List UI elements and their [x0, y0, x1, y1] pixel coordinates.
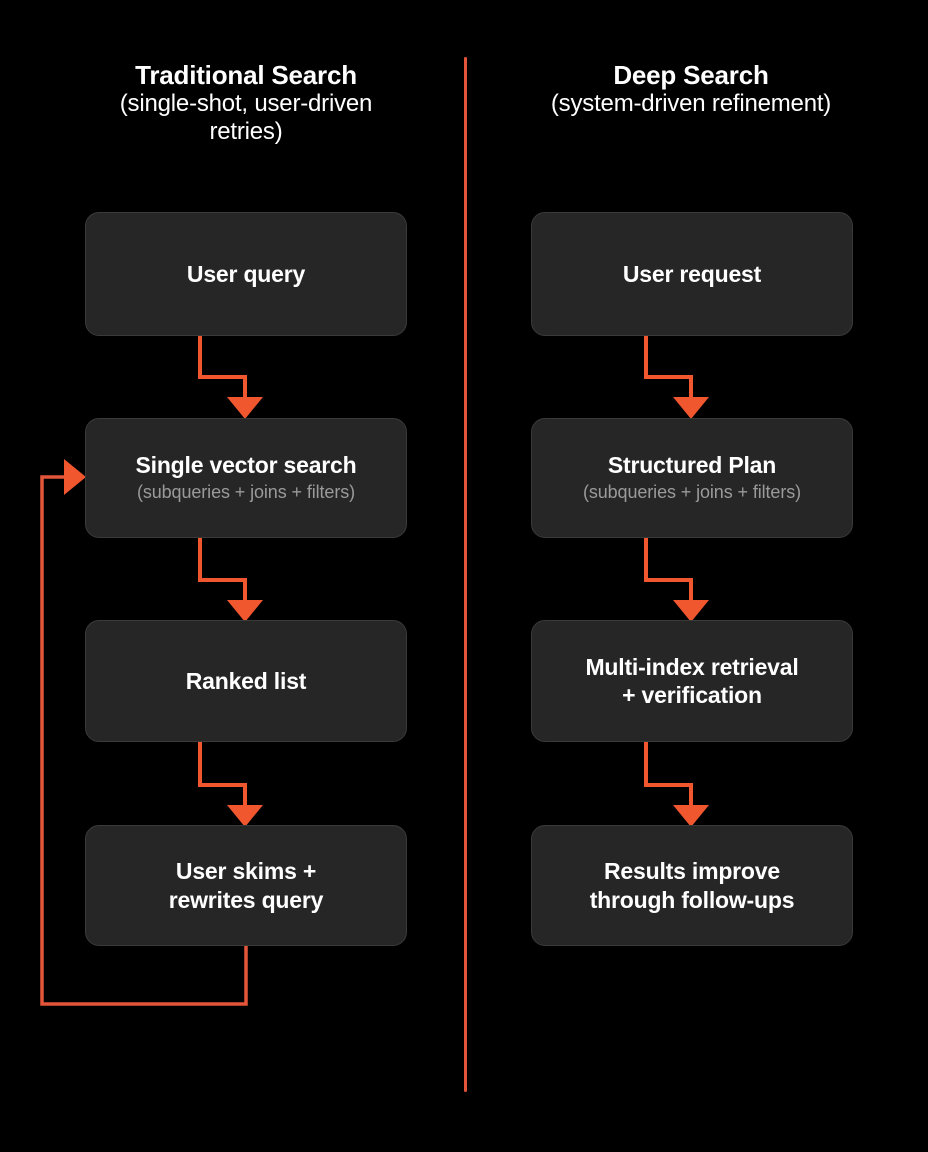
node-label: User skims + rewrites query: [168, 858, 324, 913]
node-label: Results improve through follow-ups: [589, 858, 795, 913]
connector-r2-r3: [644, 536, 709, 622]
node-multi-index-retrieval-verification[interactable]: Multi-index retrieval + verification: [531, 620, 853, 742]
node-user-skims-rewrites-query[interactable]: User skims + rewrites query: [85, 825, 407, 946]
node-sublabel: (subqueries + joins + filters): [582, 482, 802, 503]
connector-l2-l3: [198, 536, 263, 622]
column-heading-deep: Deep Search (system-driven refinement): [531, 60, 851, 118]
column-title-traditional: Traditional Search: [135, 60, 357, 90]
node-label: Single vector search: [135, 452, 357, 479]
connector-l1-l2: [198, 334, 263, 419]
connector-r1-r2: [644, 334, 709, 419]
column-subtitle-traditional: (single-shot, user-driven retries): [119, 90, 373, 146]
node-label: Multi-index retrieval + verification: [585, 653, 799, 708]
node-single-vector-search[interactable]: Single vector search (subqueries + joins…: [85, 418, 407, 538]
column-divider: [464, 57, 467, 1092]
node-label: User query: [186, 260, 306, 287]
node-sublabel: (subqueries + joins + filters): [136, 482, 356, 503]
node-label: Ranked list: [185, 667, 307, 694]
column-heading-traditional: Traditional Search (single-shot, user-dr…: [86, 60, 406, 147]
node-label: Structured Plan: [607, 452, 777, 479]
node-user-request[interactable]: User request: [531, 212, 853, 336]
column-title-deep: Deep Search: [613, 60, 769, 90]
node-ranked-list[interactable]: Ranked list: [85, 620, 407, 742]
node-results-improve-through-follow-ups[interactable]: Results improve through follow-ups: [531, 825, 853, 946]
connector-l3-l4: [198, 740, 263, 827]
column-subtitle-deep: (system-driven refinement): [550, 90, 832, 118]
connector-r3-r4: [644, 740, 709, 827]
node-label: User request: [622, 260, 762, 287]
node-structured-plan[interactable]: Structured Plan (subqueries + joins + fi…: [531, 418, 853, 538]
node-user-query[interactable]: User query: [85, 212, 407, 336]
